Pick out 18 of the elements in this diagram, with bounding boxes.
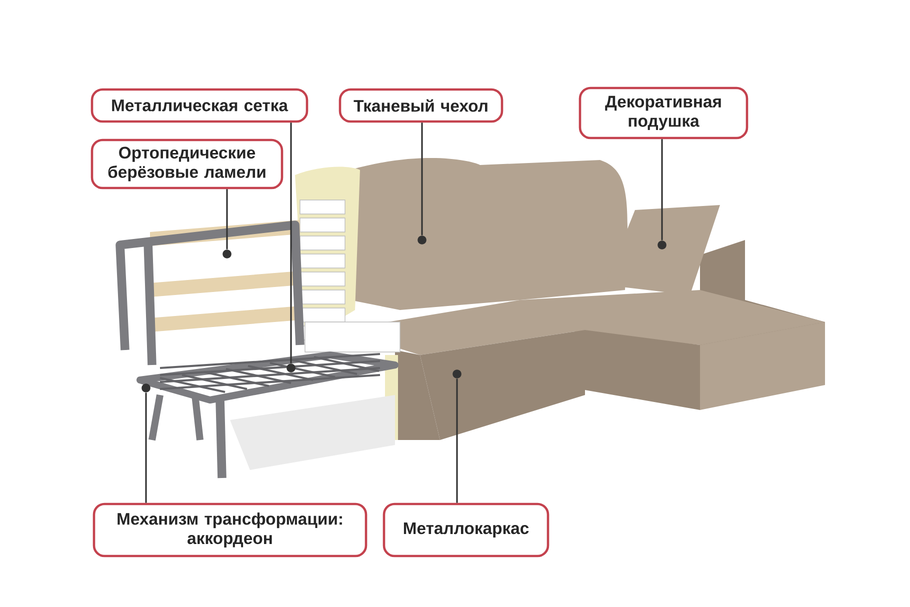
leader-line [290,122,292,364]
callout-box: Металлическая сетка [90,88,308,123]
marker-dot [222,250,232,258]
marker-dot [658,240,666,250]
marker-dot [286,364,296,372]
leader-line [456,378,458,503]
callout-box: Ортопедические берёзовые ламели [90,138,284,190]
leader-line [421,122,423,236]
leader-line [226,189,228,250]
marker-dot [452,370,462,378]
callout-box: Тканевый чехол [338,88,504,123]
callout-box: Механизм трансформации: аккордеон [92,502,368,558]
leader-line [661,139,663,240]
leader-line [145,392,147,503]
callout-box: Декоративная подушка [578,86,748,140]
marker-dot [142,384,150,392]
marker-dot [418,236,426,244]
callout-box: Металлокаркас [382,502,550,558]
